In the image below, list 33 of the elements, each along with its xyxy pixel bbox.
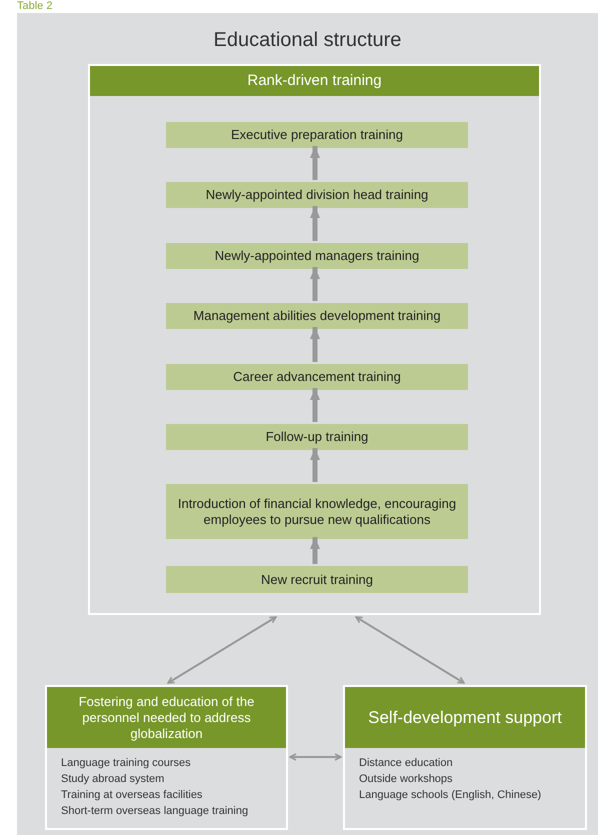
training-box: Newly-appointed division head training <box>166 182 468 208</box>
arrow <box>310 267 320 301</box>
training-box: Management abilities development training <box>166 303 468 329</box>
list-item: Training at overseas facilities <box>61 788 204 803</box>
training-box: Newly-appointed managers training <box>166 243 468 269</box>
group-frame <box>88 64 541 615</box>
arrow <box>289 753 342 761</box>
list-item: Language schools (English, Chinese) <box>359 788 542 803</box>
card-header: Fostering and education of the personnel needed to address globalization <box>47 687 286 748</box>
arrow <box>355 616 465 684</box>
training-box: Introduction of financial knowledge, encouraging employees to pursue new qualifications <box>166 484 468 539</box>
card-header: Self-development support <box>345 687 585 748</box>
training-box: New recruit training <box>166 566 468 593</box>
arrow <box>167 616 277 684</box>
training-box: Follow-up training <box>166 424 468 450</box>
training-box: Career advancement training <box>166 364 468 390</box>
arrow <box>310 448 320 482</box>
program-card <box>45 685 288 830</box>
list-item: Outside workshops <box>359 772 454 787</box>
program-card <box>343 685 587 830</box>
arrow <box>310 146 320 180</box>
arrow <box>310 537 320 564</box>
list-item: Language training courses <box>61 756 192 771</box>
table-number: Table 2 <box>17 0 52 12</box>
arrow <box>310 206 320 241</box>
list-item: Distance education <box>359 756 454 771</box>
arrow <box>310 327 320 362</box>
training-box: Executive preparation training <box>166 122 468 148</box>
arrow <box>310 388 320 422</box>
diagram-title: Educational structure <box>212 28 402 52</box>
list-item: Study abroad system <box>61 772 166 787</box>
list-item: Short-term overseas language training <box>61 804 250 819</box>
group-header: Rank-driven training <box>90 66 539 96</box>
